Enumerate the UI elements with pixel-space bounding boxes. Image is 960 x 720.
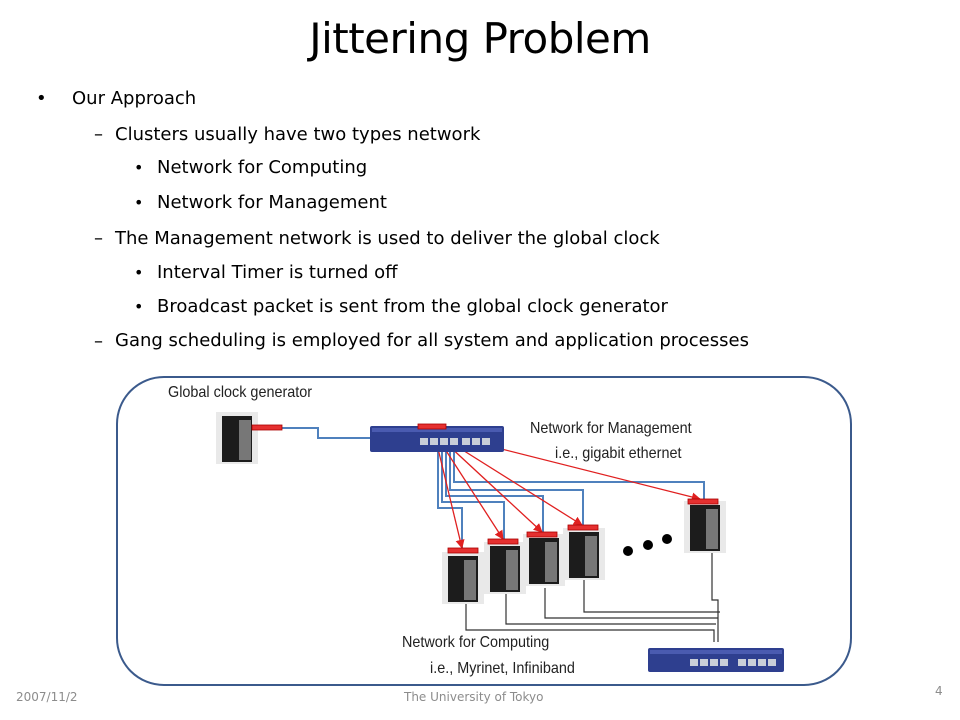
ellipsis-icon [623, 534, 672, 556]
computing-network-label: Network for Computing [402, 634, 550, 651]
clock-uplink [282, 427, 370, 439]
footer-date: 2007/11/2 [16, 690, 78, 704]
compute-node-icon [523, 531, 565, 586]
management-switch-icon [370, 423, 504, 452]
footer-organization: The University of Tokyo [404, 690, 544, 704]
management-network-label: Network for Management [530, 420, 692, 437]
bullet-interval-timer: Interval Timer is turned off [157, 262, 398, 283]
slide-title: Jittering Problem [309, 14, 651, 63]
compute-node-icon [684, 498, 726, 553]
computing-switch-icon [644, 642, 788, 678]
compute-node-icon [563, 524, 605, 580]
bullet-broadcast-packet: Broadcast packet is sent from the global… [157, 296, 668, 317]
bullet-our-approach: Our Approach [72, 88, 197, 109]
bullet-mark: • [134, 297, 144, 316]
bullet-mark: • [36, 88, 47, 109]
dash-mark: – [94, 228, 103, 249]
clock-generator-label: Global clock generator [168, 384, 313, 401]
bullet-clusters-two-networks: Clusters usually have two types network [115, 124, 481, 145]
computing-network-example: i.e., Myrinet, Infiniband [430, 660, 575, 677]
page-number: 4 [935, 684, 943, 698]
bullet-mark: • [134, 263, 144, 282]
bullet-network-management: Network for Management [157, 192, 387, 213]
bullet-gang-scheduling: Gang scheduling is employed for all syst… [115, 330, 749, 351]
bullet-list: • Our Approach – Clusters usually have t… [36, 88, 749, 352]
clock-generator-server-icon [216, 412, 283, 464]
compute-node-icon [442, 547, 484, 604]
bullet-mark: • [134, 158, 144, 177]
management-network-example: i.e., gigabit ethernet [555, 445, 682, 462]
bullet-network-computing: Network for Computing [157, 157, 368, 178]
dash-mark: – [94, 331, 103, 352]
compute-node-icon [484, 538, 526, 594]
bullet-management-global-clock: The Management network is used to delive… [115, 228, 660, 249]
bullet-mark: • [134, 193, 144, 212]
management-links [437, 452, 705, 552]
dash-mark: – [94, 124, 103, 145]
